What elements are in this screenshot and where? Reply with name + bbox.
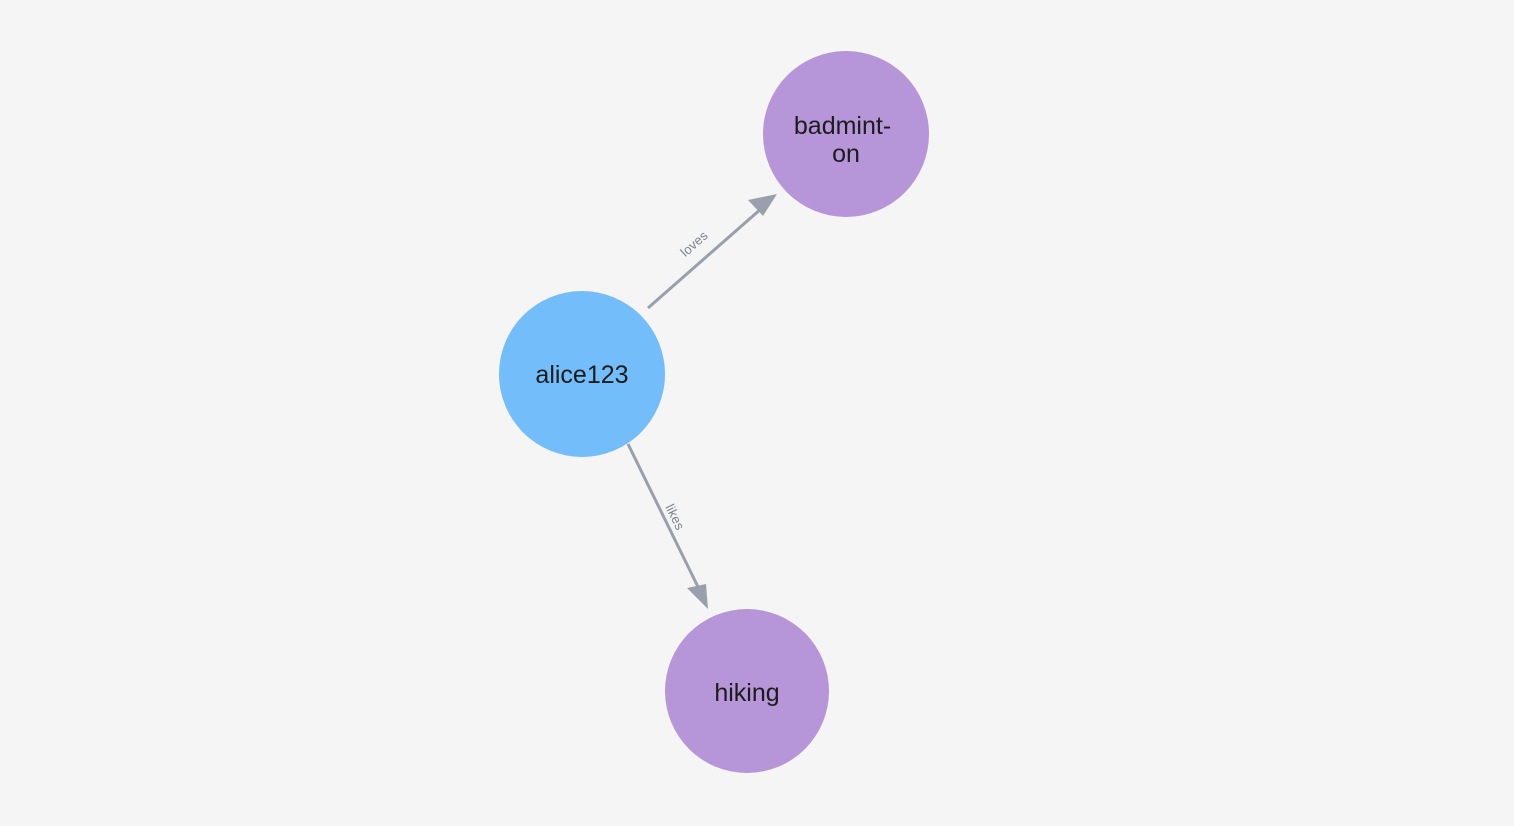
- node-badminton[interactable]: badmint- on: [763, 51, 929, 217]
- edge-loves-line: [647, 206, 763, 310]
- edge-likes[interactable]: likes: [626, 443, 708, 609]
- edge-likes-line: [626, 443, 702, 592]
- node-layer: alice123 badmint- on hiking: [499, 51, 929, 773]
- node-alice123-label-line-0: alice123: [535, 361, 628, 389]
- node-badminton-circle[interactable]: [763, 51, 929, 217]
- node-hiking[interactable]: hiking: [665, 609, 829, 773]
- node-alice123-circle[interactable]: [499, 291, 665, 457]
- node-hiking-label: hiking: [714, 679, 779, 707]
- edge-likes-label: likes: [662, 502, 687, 533]
- node-badminton-label-line-0: badmint-: [794, 112, 891, 140]
- node-alice123[interactable]: alice123: [499, 291, 665, 457]
- node-hiking-label-line-0: hiking: [714, 679, 779, 707]
- edge-likes-arrowhead: [687, 584, 708, 609]
- node-badminton-label: badmint- on: [794, 112, 898, 168]
- node-badminton-label-line-1: on: [832, 140, 860, 168]
- node-alice123-label: alice123: [535, 361, 628, 389]
- edge-loves-label: loves: [677, 227, 711, 259]
- node-hiking-circle[interactable]: [665, 609, 829, 773]
- edge-loves[interactable]: loves: [647, 194, 777, 310]
- edge-loves-arrowhead: [748, 194, 777, 216]
